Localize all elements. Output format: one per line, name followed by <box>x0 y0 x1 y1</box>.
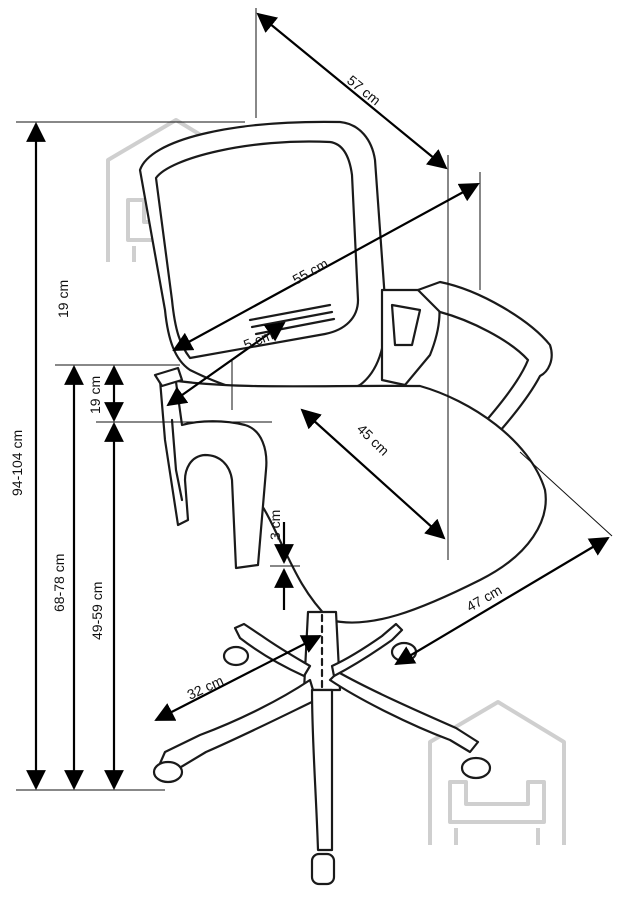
office-chair-drawing <box>138 120 553 886</box>
seat-height-label: 49-59 cm <box>89 582 105 640</box>
dimension-lines <box>16 8 613 791</box>
base-radius-label: 32 cm <box>185 672 226 703</box>
seat-width-label: 47 cm <box>464 582 505 615</box>
backrest-height-label: 19 cm <box>55 280 71 318</box>
armrest-floor-height-label: 68-78 cm <box>51 554 67 612</box>
armrest-height-label: 19 cm <box>87 376 103 414</box>
total-height-label: 94-104 cm <box>9 430 25 496</box>
seat-thickness-label: 3 cm <box>267 510 283 540</box>
house-sofa-icon <box>428 700 566 845</box>
